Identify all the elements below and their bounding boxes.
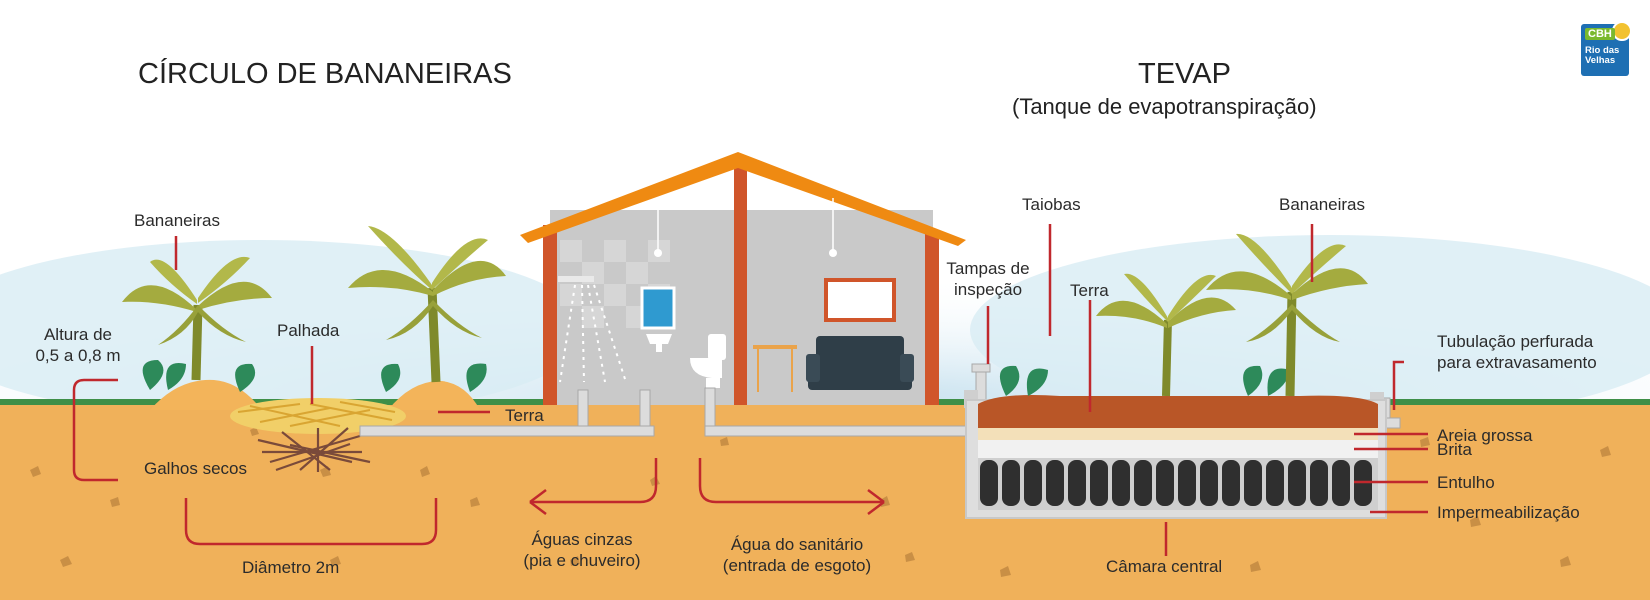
label-tubulacao-line-1: Tubulação perfurada [1437,332,1594,351]
label-altura-line-1: Altura de [43,325,113,344]
tevap-areia [978,428,1378,440]
logo-cbh-text: CBH [1585,28,1615,40]
label-galhos-secos: Galhos secos [144,459,247,478]
label-terra-right: Terra [1070,281,1109,300]
label-aguas-cinzas-line-2: (pia e chuveiro) [523,551,641,570]
tevap-terra [978,395,1378,428]
mound-right [388,380,480,410]
taioba-plants-left [142,360,487,392]
label-tampas-line-1: Tampas de [946,259,1030,278]
banana-tree-right-1 [1096,273,1236,397]
banana-tree-left-2 [348,226,506,383]
palhada-strands [237,401,396,427]
label-agua-sanitario: Água do sanitário (entrada de esgoto) [712,534,882,576]
label-tubulacao: Tubulação perfurada para extravasamento [1437,331,1597,373]
subtitle-tevap: (Tanque de evapotranspiração) [1012,94,1317,119]
label-agua-sanitario-line-2: (entrada de esgoto) [722,556,872,575]
taioba-plants-right [999,365,1290,396]
label-tampas-inspecao: Tampas de inspeção [938,258,1038,300]
logo-line-2: Velhas [1585,55,1616,66]
label-agua-sanitario-line-1: Água do sanitário [730,535,864,554]
tyres [980,460,1372,506]
label-altura-line-2: 0,5 a 0,8 m [35,346,121,365]
label-terra-left: Terra [505,406,544,425]
label-bananeiras-right: Bananeiras [1279,195,1366,214]
galhos-secos-branches [257,427,371,472]
label-entulho: Entulho [1437,473,1495,492]
label-areia-grossa: Areia grossa [1437,426,1533,445]
label-palhada: Palhada [277,321,340,340]
tevap-brita [978,440,1378,458]
label-altura: Altura de 0,5 a 0,8 m [28,324,128,366]
label-aguas-cinzas-line-1: Águas cinzas [531,530,633,549]
label-brita: Brita [1437,440,1472,459]
label-camara-central: Câmara central [1106,557,1223,576]
title-tevap: TEVAP [1138,58,1231,90]
house [520,152,966,405]
banana-tree-right-2 [1206,233,1368,397]
label-diametro: Diâmetro 2m [242,558,340,577]
banana-tree-left-1 [122,256,272,381]
label-impermeabilizacao: Impermeabilização [1437,503,1580,522]
label-tampas-line-2: inspeção [953,280,1023,299]
label-aguas-cinzas: Águas cinzas (pia e chuveiro) [512,529,652,571]
label-taiobas: Taiobas [1022,195,1081,214]
logo-line-1: Rio das [1585,45,1620,56]
label-tubulacao-line-2: para extravasamento [1437,353,1597,372]
pebbles [30,427,1611,577]
title-circulo-bananeiras: CÍRCULO DE BANANEIRAS [138,58,512,90]
mound-left [150,379,262,410]
sun-icon [1612,21,1632,41]
leader-lines [72,224,1428,556]
label-bananeiras-left: Bananeiras [134,211,221,230]
